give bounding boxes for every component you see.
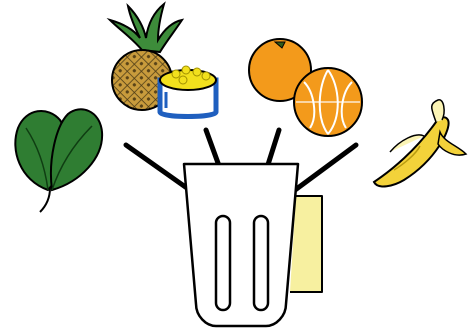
peeled-orange-icon bbox=[294, 68, 362, 136]
spinach-leaves-icon bbox=[15, 109, 102, 212]
bowl-of-pineapple-chunks-icon bbox=[160, 66, 216, 117]
peeled-banana-icon bbox=[374, 100, 466, 187]
